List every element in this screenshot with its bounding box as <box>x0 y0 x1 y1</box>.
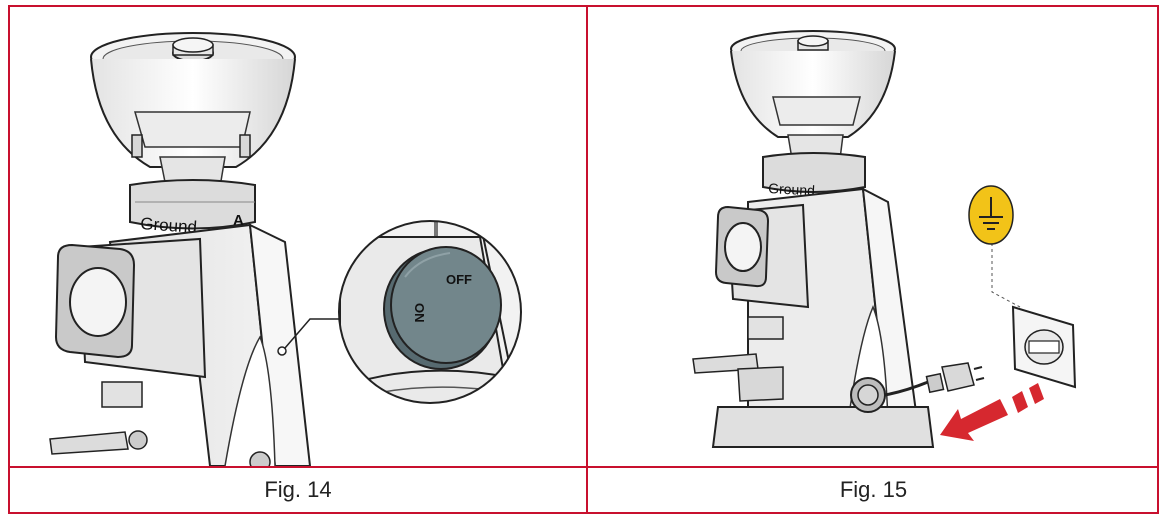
caption-divider <box>10 466 1157 468</box>
switch-off-label: OFF <box>446 272 472 287</box>
unplug-arrow-icon <box>940 383 1044 441</box>
column-divider <box>586 7 588 512</box>
collar-letter: A <box>233 212 244 229</box>
figure-table: Ground A OFF ON <box>8 5 1159 514</box>
grinder-unplug-illustration: Ground <box>692 30 1077 448</box>
grinder-switch-illustration: Ground A OFF ON <box>49 32 522 466</box>
collar-label: Ground <box>768 180 815 198</box>
figure-caption-15: Fig. 15 <box>839 477 908 502</box>
ground-symbol-icon <box>968 185 1014 245</box>
figure-caption-14: Fig. 14 <box>264 477 332 502</box>
power-switch-knob: OFF ON <box>383 246 502 370</box>
switch-indicator-mark <box>434 222 438 236</box>
switch-on-label: ON <box>412 303 427 323</box>
collar-label: Ground <box>140 214 198 237</box>
